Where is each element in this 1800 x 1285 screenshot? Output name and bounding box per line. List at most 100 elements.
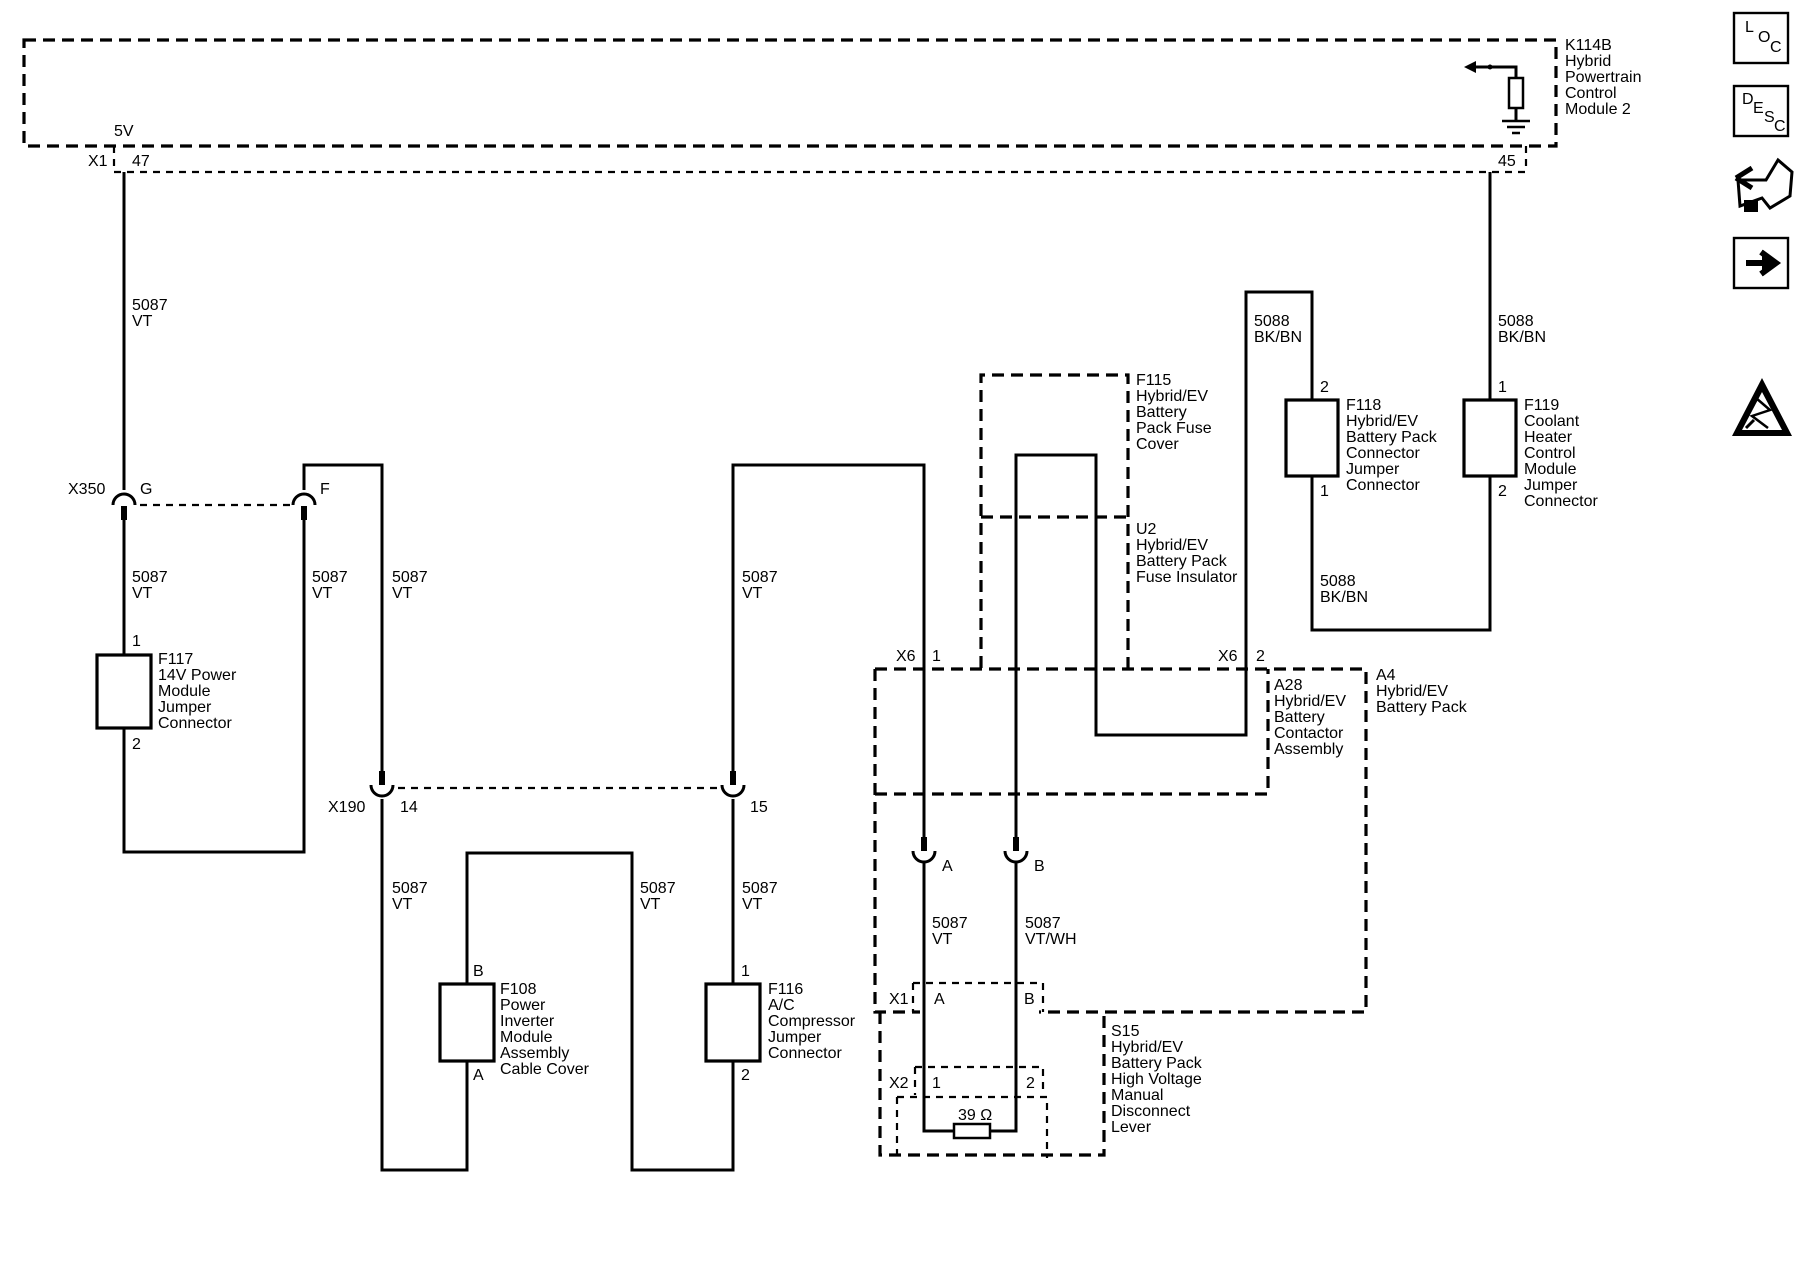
f118-label-line: Connector	[1346, 445, 1420, 462]
u2-label-line: Hybrid/EV	[1136, 537, 1208, 554]
fuse-pin-label: 1	[1320, 483, 1329, 500]
supply-voltage-label: 5V	[114, 123, 134, 140]
x6-pin-2-label: 2	[1256, 648, 1265, 665]
wire-color-label: VT	[742, 896, 763, 913]
fuse-pin-label: A	[473, 1067, 484, 1084]
f116-label-line: Jumper	[768, 1029, 822, 1046]
x190-pin-15-label: 15	[750, 799, 768, 816]
wire-circuit-label: 5088	[1498, 313, 1534, 330]
fuse-pin-label: 1	[741, 963, 750, 980]
fuse-f119: 1 2 F119 Coolant Heater Control Module J…	[1462, 379, 1598, 510]
x350-connector-label: X350	[68, 481, 105, 498]
s15-label-line: Battery Pack	[1111, 1055, 1203, 1072]
wire-circuit-label: 5088	[1254, 313, 1290, 330]
f116-label-line: A/C	[768, 997, 795, 1014]
f119-label-line: Jumper	[1524, 477, 1578, 494]
internal-pulldown-resistor	[1464, 61, 1530, 135]
s15-x2-pin-1: 1	[932, 1075, 941, 1092]
f119-label-line: Control	[1524, 445, 1576, 462]
u2-id: U2	[1136, 521, 1157, 538]
circuit-5087-middle: 5087 VT X190 14 15 5087 VT 5087 VT 5087 …	[302, 463, 926, 1172]
wire-circuit-label: 5087	[742, 569, 778, 586]
wire-circuit-label: 5087	[392, 569, 428, 586]
fuse-pin-label: 2	[1498, 483, 1507, 500]
circuit-5088-wire	[1310, 172, 1492, 632]
loc-icon-letter: L	[1745, 19, 1754, 36]
loc-icon-letter: O	[1758, 29, 1770, 46]
f117-label-line: Jumper	[158, 699, 212, 716]
x190-connector-label: X190	[328, 799, 365, 816]
f116-id: F116	[768, 981, 803, 998]
x190-pin-14-socket	[369, 784, 395, 798]
x350-pin-f-socket	[291, 492, 317, 506]
loc-icon[interactable]: L O C	[1732, 11, 1790, 65]
x6-connector-label: X6	[896, 648, 916, 665]
wire-color-label: VT	[392, 896, 413, 913]
f118-label-line: Battery Pack	[1346, 429, 1438, 446]
x190-pin-15-socket	[720, 784, 746, 798]
wire-circuit-label: 5087	[132, 297, 168, 314]
fuse-pin-label: 2	[132, 736, 141, 753]
fuse-f118: 2 1 F118 Hybrid/EV Battery Pack Connecto…	[1284, 379, 1438, 500]
s15-lever-outline	[895, 1095, 1049, 1158]
wire-color-label: BK/BN	[1320, 589, 1368, 606]
f108-id: F108	[500, 981, 537, 998]
a28-label-line: Battery	[1274, 709, 1325, 726]
a28-outline	[875, 669, 1270, 796]
k114b-id: K114B	[1565, 37, 1612, 54]
s15-x2-label: X2	[889, 1075, 909, 1092]
high-voltage-warning-icon	[1732, 378, 1792, 436]
wire-color-label: VT	[132, 585, 153, 602]
pin-47-label: 47	[132, 153, 150, 170]
a28-id: A28	[1274, 677, 1303, 694]
f115-label-line: Battery	[1136, 404, 1187, 421]
fuse-f116: 1 2 F116 A/C Compressor Jumper Connector	[704, 963, 856, 1084]
circuit-5087-left: 5087 VT X350 G F 5087 VT 5087 VT 1 2 F11…	[68, 172, 348, 854]
connector-pinout-icon[interactable]	[1734, 157, 1794, 212]
desc-icon[interactable]: D E S C	[1732, 84, 1790, 138]
f119-label-line: Heater	[1524, 429, 1573, 446]
wire-circuit-label: 5087	[312, 569, 348, 586]
f117-label-line: 14V Power	[158, 667, 237, 684]
fuse-f108: B A F108 Power Inverter Module Assembly …	[438, 963, 590, 1084]
s15-x1-pin-a: A	[934, 991, 945, 1008]
circuit-5088-right: 5088 BK/BN 5088 BK/BN 5088 BK/BN 2 1 F11…	[1254, 313, 1598, 606]
wire-circuit-label: 5087	[132, 569, 168, 586]
next-page-arrow-icon[interactable]	[1732, 236, 1790, 290]
f116-label-line: Compressor	[768, 1013, 856, 1030]
s15-x2-pin-2: 2	[1026, 1075, 1035, 1092]
s15-label-line: Manual	[1111, 1087, 1163, 1104]
wire-circuit-label: 5087	[1025, 915, 1061, 932]
desc-icon-letter: C	[1774, 118, 1786, 135]
pack-pin-b-socket	[1003, 850, 1029, 864]
f108-label-line: Inverter	[500, 1013, 555, 1030]
pin-45-label: 45	[1498, 153, 1516, 170]
wire-color-label: VT/WH	[1025, 931, 1077, 948]
desc-icon-letter: E	[1753, 100, 1764, 117]
x350-pin-g-label: G	[140, 481, 152, 498]
a4-id: A4	[1376, 667, 1396, 684]
wire-color-label: VT	[132, 313, 153, 330]
wire-color-label: BK/BN	[1254, 329, 1302, 346]
pack-pin-a-label: A	[942, 858, 953, 875]
f115-id: F115	[1136, 372, 1171, 389]
f117-id: F117	[158, 651, 193, 668]
pack-pin-a-socket	[911, 850, 937, 864]
k114b-module: K114B Hybrid Powertrain Control Module 2…	[22, 37, 1641, 174]
wire-color-label: BK/BN	[1498, 329, 1546, 346]
f118-label-line: Connector	[1346, 477, 1420, 494]
a28-label-line: Hybrid/EV	[1274, 693, 1346, 710]
fuse-pin-label: 1	[1498, 379, 1507, 396]
39-ohm-resistor	[952, 1122, 992, 1140]
f119-id: F119	[1524, 397, 1559, 414]
s15-outline	[878, 1012, 1106, 1157]
s15-id: S15	[1111, 1023, 1140, 1040]
f116-label-line: Connector	[768, 1045, 842, 1062]
s15-label-line: Hybrid/EV	[1111, 1039, 1183, 1056]
f117-label-line: Connector	[158, 715, 232, 732]
battery-pack-area: A4 Hybrid/EV Battery Pack A28 Hybrid/EV …	[873, 172, 1492, 1158]
f108-label-line: Power	[500, 997, 546, 1014]
fuse-pin-label: 2	[741, 1067, 750, 1084]
f118-label-line: Hybrid/EV	[1346, 413, 1418, 430]
s15-x1-connector	[911, 981, 1045, 1012]
